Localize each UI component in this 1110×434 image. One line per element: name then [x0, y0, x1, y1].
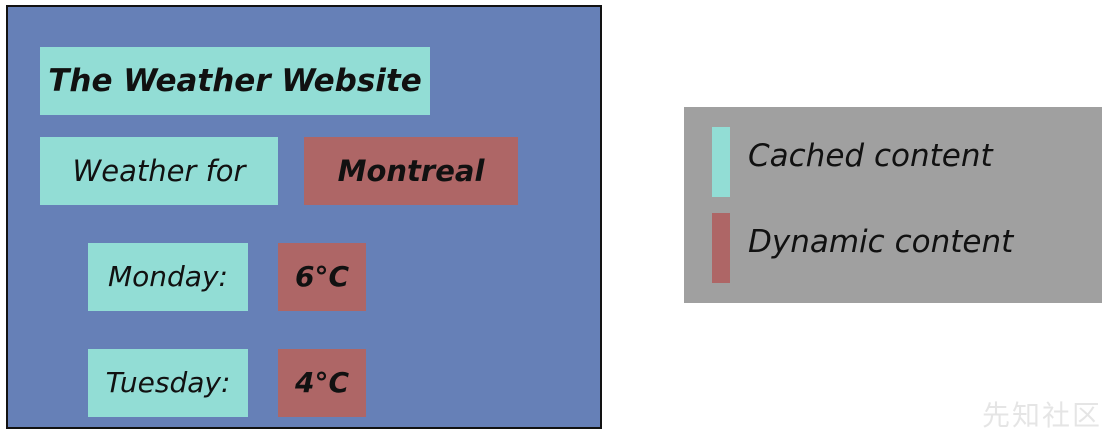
- cached-label: Cached content: [748, 138, 993, 174]
- forecast-day-label: Tuesday:: [88, 349, 248, 417]
- forecast-temperature: 4°C: [278, 349, 366, 417]
- watermark: 先知社区: [981, 399, 1102, 432]
- forecast-day-label: Monday:: [88, 243, 248, 311]
- city-value: Montreal: [304, 137, 518, 205]
- legend-item-cached: Cached content: [684, 127, 1102, 197]
- cached-swatch: [712, 127, 730, 197]
- website-mockup: The Weather Website Weather for Montreal…: [6, 5, 602, 429]
- forecast-temperature: 6°C: [278, 243, 366, 311]
- legend-panel: Cached content Dynamic content: [684, 107, 1102, 303]
- weather-for-label: Weather for: [40, 137, 278, 205]
- dynamic-swatch: [712, 213, 730, 283]
- legend-item-dynamic: Dynamic content: [684, 213, 1102, 283]
- dynamic-label: Dynamic content: [748, 224, 1014, 260]
- website-title: The Weather Website: [40, 47, 430, 115]
